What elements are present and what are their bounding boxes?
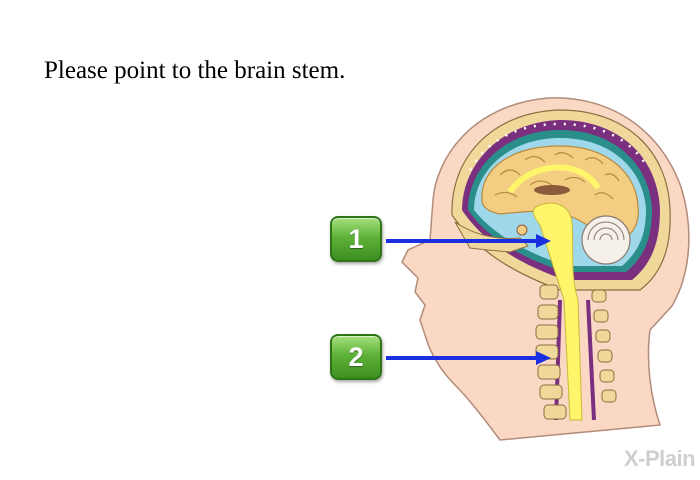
cerebellum (581, 215, 631, 265)
pointer-arrow-2 (386, 356, 538, 360)
xplain-watermark-logo: X-Plain (624, 446, 696, 471)
question-prompt: Please point to the brain stem. (44, 57, 346, 84)
choice-2-button[interactable]: 2 (330, 334, 382, 380)
arrow-2-head (536, 351, 551, 365)
pointer-arrow-1 (386, 239, 538, 243)
corpus-callosum (507, 164, 601, 194)
ventricle (534, 185, 570, 195)
pituitary-gland (516, 224, 528, 236)
head-sagittal-illustration (401, 97, 690, 441)
choice-1-button[interactable]: 1 (330, 216, 382, 262)
brain-stem (532, 202, 583, 421)
arrow-1-head (536, 234, 551, 248)
skull-base (454, 221, 529, 253)
